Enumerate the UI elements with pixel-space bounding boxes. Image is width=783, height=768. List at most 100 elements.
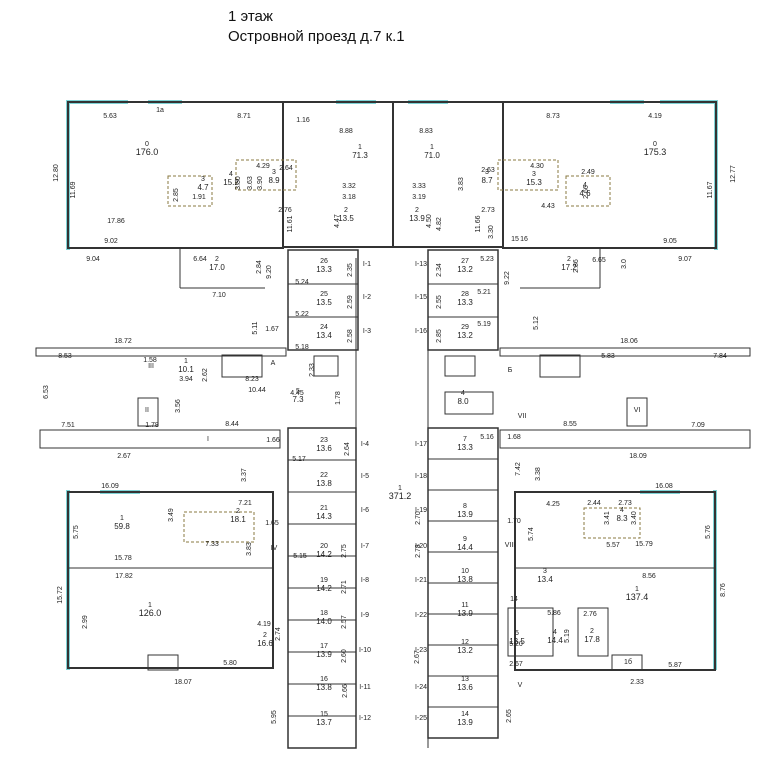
apartment-left-bottom-outline — [67, 491, 274, 669]
dimension-label: 7.33 — [205, 541, 219, 548]
dimension-label: 5.16 — [480, 434, 494, 441]
stair-left — [221, 354, 263, 378]
dimension-label: 3.30 — [488, 225, 495, 239]
dimension-label: 5.19 — [477, 321, 491, 328]
plan-label: I-4 — [361, 441, 369, 448]
address-title: Островной проезд д.7 к.1 — [228, 28, 405, 45]
dimension-label: 16.09 — [101, 483, 119, 490]
dimension-label: 17.86 — [107, 218, 125, 225]
plan-label: I-10 — [359, 647, 371, 654]
room-area: 13.5 — [316, 298, 332, 307]
dimension-label: 5.21 — [477, 289, 491, 296]
shaft-right — [626, 397, 648, 427]
room-number: 2 — [344, 207, 348, 214]
room-area: 71.3 — [352, 151, 368, 160]
room-number: 4 — [583, 182, 587, 189]
dimension-label: 1.16 — [296, 117, 310, 124]
dimension-label: 17.82 — [115, 573, 133, 580]
dimension-label: 2.66 — [342, 684, 349, 698]
apartment-mid-right-outline — [392, 101, 504, 248]
dimension-label: 5.17 — [292, 456, 306, 463]
dimension-label: 2.44 — [587, 500, 601, 507]
room-number: 24 — [320, 324, 328, 331]
dimension-label: 3.49 — [168, 508, 175, 522]
room-area: 18.1 — [230, 515, 246, 524]
dimension-label: 8.53 — [58, 353, 72, 360]
dimension-label: 18.06 — [620, 338, 638, 345]
room-number: 23 — [320, 437, 328, 444]
dimension-label: 2.55 — [436, 295, 443, 309]
dimension-label: 2.34 — [436, 263, 443, 277]
room-number: 29 — [461, 324, 469, 331]
room-4-8 — [444, 391, 494, 415]
room-area: 14.4 — [547, 636, 563, 645]
band-left-lower — [39, 429, 281, 449]
dimension-label: 5.95 — [271, 710, 278, 724]
room-area: 14.4 — [457, 543, 473, 552]
room-area: 13.9 — [409, 214, 425, 223]
room-number: 4 — [461, 390, 465, 397]
room-area: 371.2 — [389, 491, 412, 501]
dimension-label: 2.84 — [256, 260, 263, 274]
dimension-label: 7.51 — [61, 422, 75, 429]
plan-label: III — [148, 363, 154, 370]
dimension-label: 2.64 — [279, 165, 293, 172]
room-number: 26 — [320, 258, 328, 265]
dimension-label: 8.44 — [225, 421, 239, 428]
dimension-label: 2.70 — [415, 511, 422, 525]
dimension-label: 3.83 — [246, 542, 253, 556]
plan-label: 15 — [511, 236, 519, 243]
plan-label: I-12 — [359, 715, 371, 722]
room-area: 13.3 — [457, 443, 473, 452]
dimension-label: 2.67 — [509, 661, 523, 668]
dimension-label: 2.99 — [82, 615, 89, 629]
dimension-label: 2.66 — [583, 185, 590, 199]
room-area: 13.2 — [457, 646, 473, 655]
dimension-label: 5.22 — [295, 311, 309, 318]
dimension-label: 2.57 — [341, 615, 348, 629]
dimension-label: 4.29 — [256, 163, 270, 170]
dimension-label: 5.23 — [480, 256, 494, 263]
room-number: 4 — [229, 171, 233, 178]
room-number: 25 — [320, 291, 328, 298]
dimension-label: 18.72 — [114, 338, 132, 345]
plan-label: I-11 — [359, 684, 371, 691]
dimension-label: 5.75 — [73, 525, 80, 539]
dimension-label: 18.09 — [629, 453, 647, 460]
room-number: 1 — [430, 144, 434, 151]
room-number: 10 — [461, 568, 469, 575]
dimension-label: 9.02 — [104, 238, 118, 245]
room-number: 13 — [461, 676, 469, 683]
room-area: 14.2 — [316, 550, 332, 559]
dimension-label: 4.30 — [530, 163, 544, 170]
dimension-label: 10.44 — [248, 387, 266, 394]
dimension-label: 5.19 — [564, 629, 571, 643]
plan-label: I-15 — [415, 294, 427, 301]
room-number: 3 — [272, 169, 276, 176]
plan-label: I-3 — [363, 328, 371, 335]
room-area: 14.0 — [316, 617, 332, 626]
dimension-label: 3.63 — [247, 176, 254, 190]
room-number: 17 — [320, 643, 328, 650]
dimension-label: 5.24 — [295, 279, 309, 286]
room-area: 13.3 — [316, 265, 332, 274]
plan-label: I-19 — [415, 507, 427, 514]
room-area: 4.6 — [579, 189, 591, 198]
dimension-label: 4.19 — [257, 621, 271, 628]
dimension-label: 8.56 — [642, 573, 656, 580]
dimension-label: 2.67 — [117, 453, 131, 460]
dashed-zone-layer — [167, 159, 641, 543]
dimension-label: 11.69 — [70, 181, 77, 198]
dimension-label: 2.59 — [347, 295, 354, 309]
dimension-label: 1.78 — [145, 422, 159, 429]
dashed-zone-6 — [583, 507, 641, 539]
dimension-label: 2.60 — [341, 649, 348, 663]
room-area: 17.2 — [561, 263, 577, 272]
dimension-label: 4.82 — [436, 217, 443, 231]
dimension-label: 7.42 — [515, 462, 522, 476]
dimension-label: 2.71 — [341, 580, 348, 594]
room-number: 5 — [296, 388, 300, 395]
dimension-label: 4.43 — [541, 203, 555, 210]
floor-title: 1 этаж — [228, 8, 273, 25]
room-area: 13.8 — [316, 479, 332, 488]
